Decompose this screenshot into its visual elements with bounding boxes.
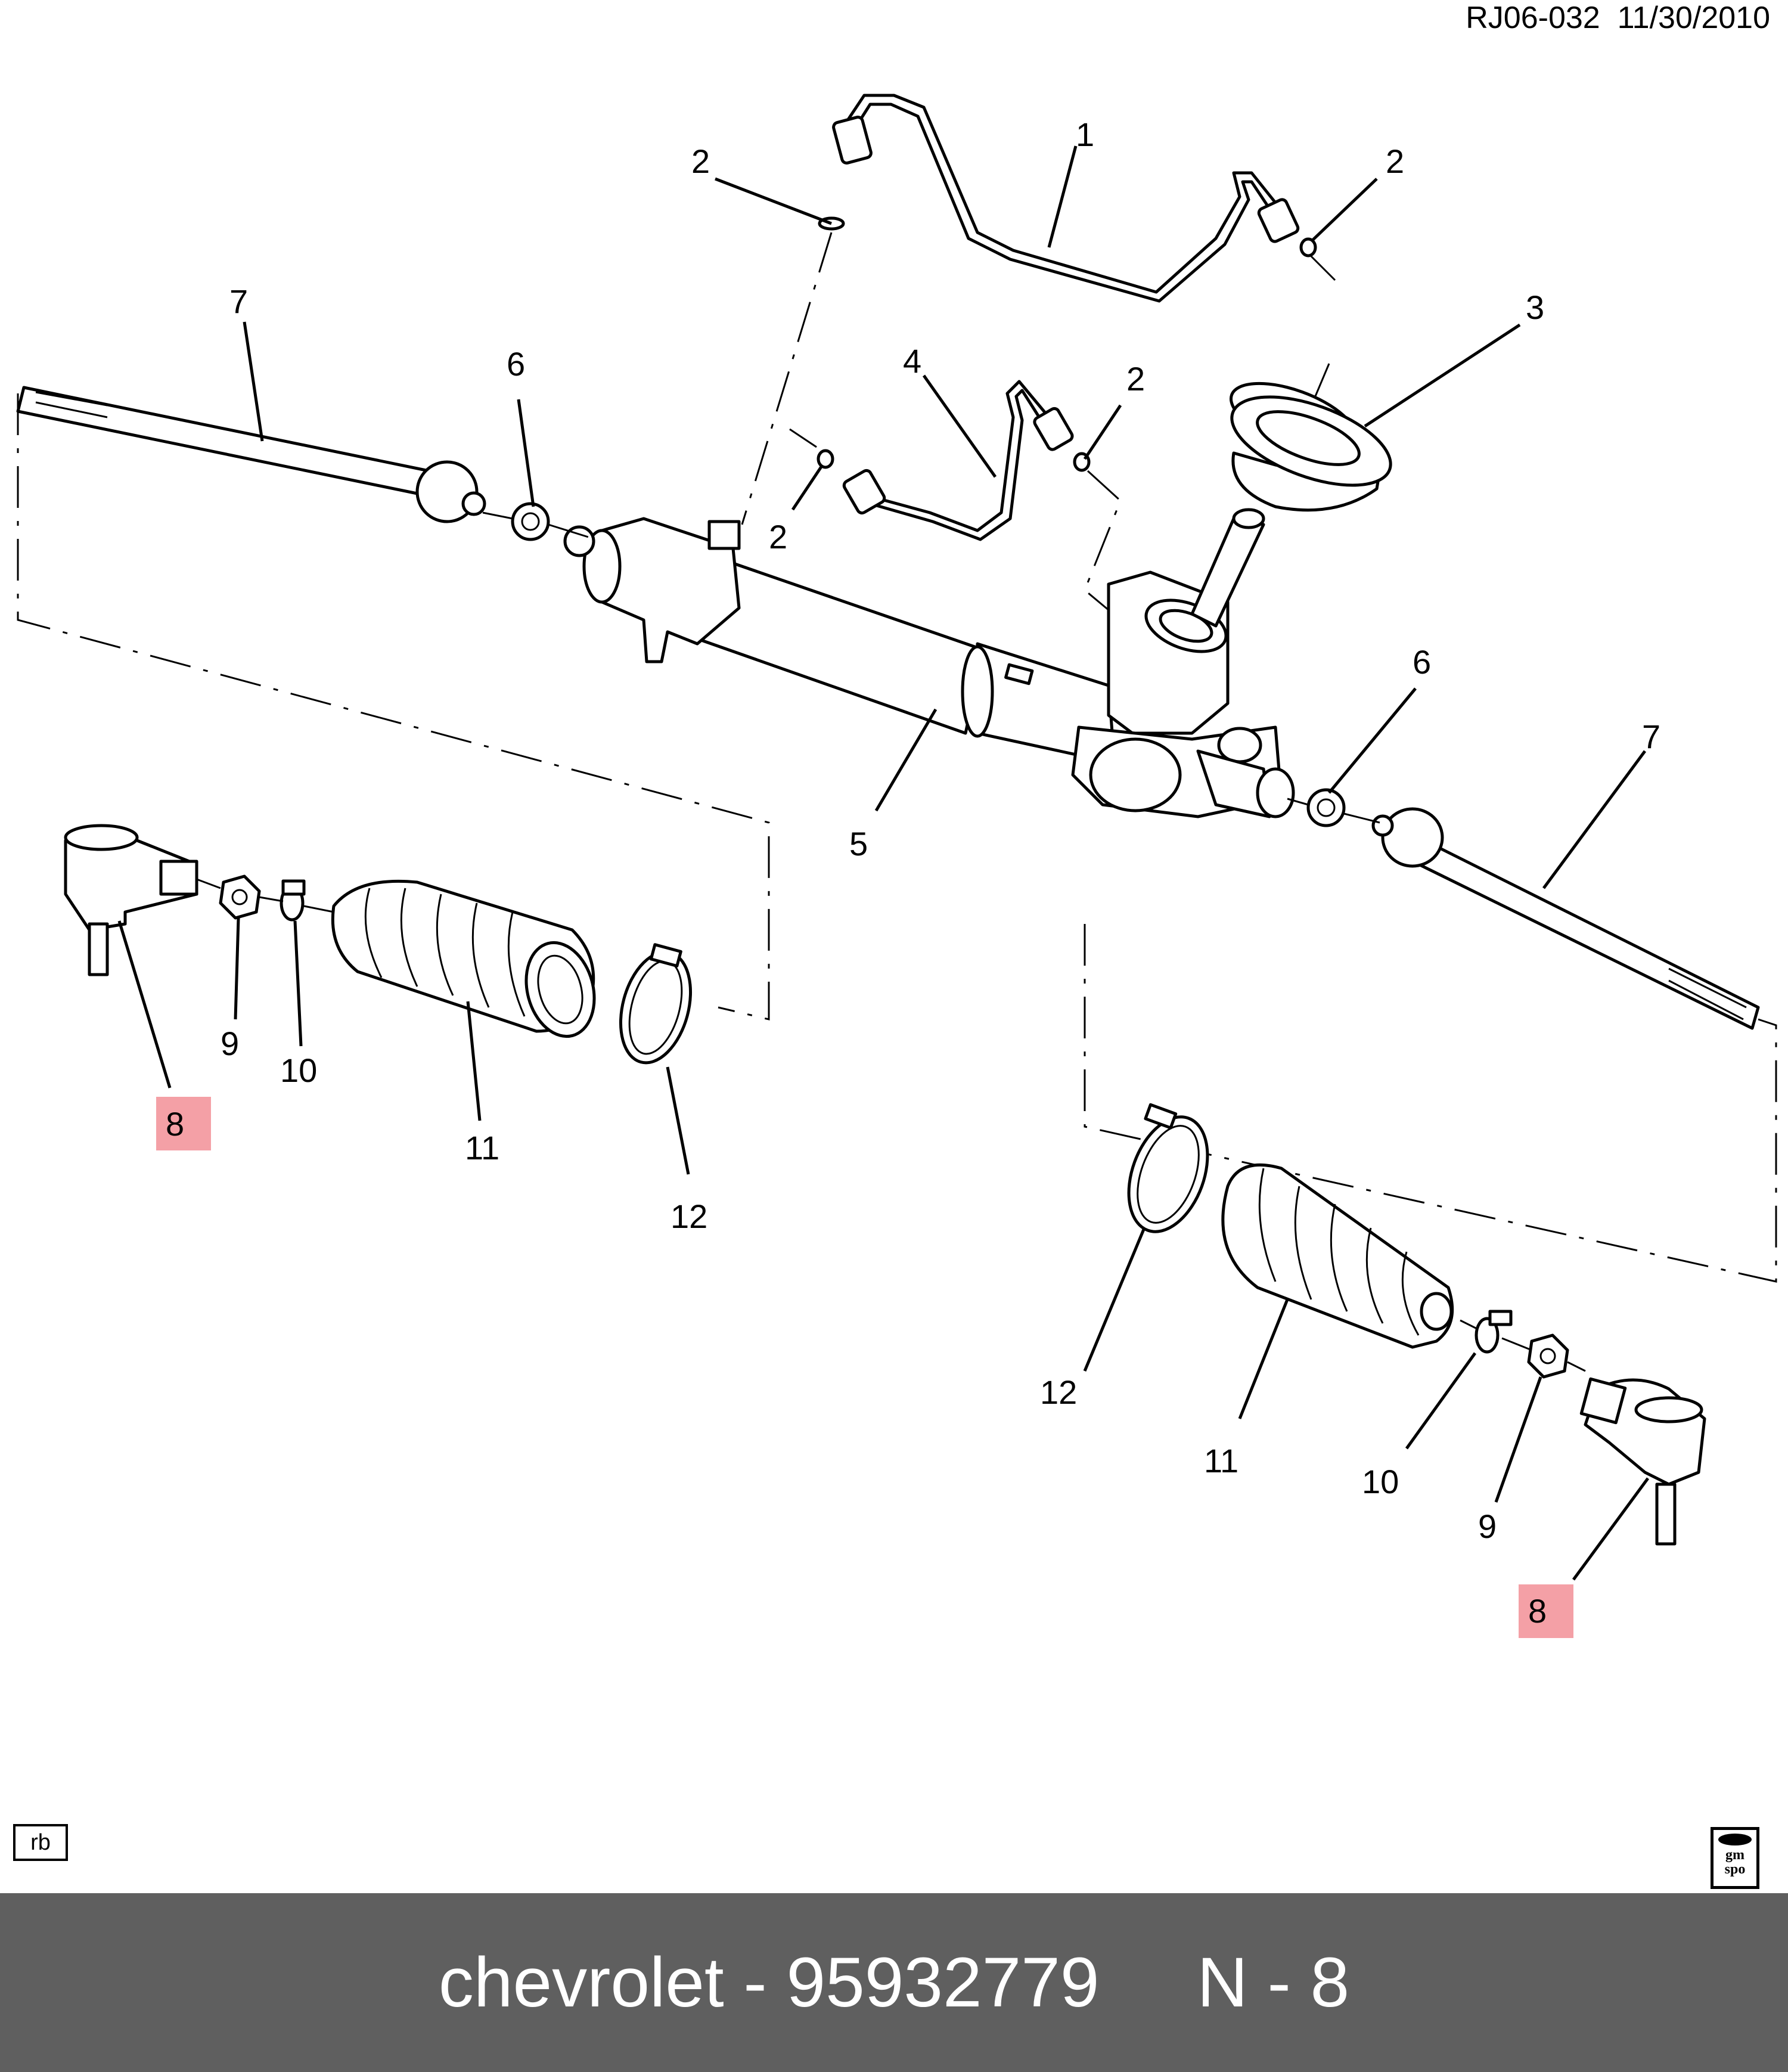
callout-7-right: 7 (1642, 718, 1660, 755)
callout-7-left: 7 (229, 283, 248, 320)
callout-2-top-left: 2 (691, 142, 710, 180)
outer-tie-rod-end-part-8-right (1579, 1377, 1706, 1546)
column-seal-part-3 (1229, 381, 1392, 512)
callout-6-left: 6 (507, 345, 525, 383)
boot-clamp-part-10-left (280, 879, 306, 922)
callout-9-left: 9 (221, 1025, 239, 1062)
outer-tie-rod-end-part-8-left (64, 824, 198, 976)
callout-4: 4 (903, 342, 921, 380)
gm-spo-logo: gm spo (1711, 1827, 1759, 1889)
jam-nut-part-9-right (1527, 1333, 1569, 1379)
bellows-boot-part-11-left (331, 879, 596, 1038)
callout-11-left: 11 (465, 1129, 499, 1167)
lock-washer-part-6-left (511, 502, 550, 541)
footer-position: N - 8 (1197, 1943, 1350, 2022)
callout-leader-lines (117, 145, 1650, 1581)
callout-3: 3 (1526, 289, 1544, 326)
callout-2-pipe4: 2 (1126, 360, 1145, 398)
footer-part-number: 95932779 (786, 1943, 1100, 2022)
callout-11-right: 11 (1204, 1442, 1238, 1479)
boot-clamp-part-10-right (1475, 1310, 1513, 1354)
left-assembly-frame (17, 393, 770, 1021)
callout-9-right: 9 (1478, 1508, 1497, 1545)
corner-label: rb (13, 1824, 68, 1861)
callout-10-left: 10 (280, 1051, 317, 1089)
footer-banner: chevrolet - 95932779 N - 8 (0, 1893, 1788, 2072)
inner-tie-rod-part-7-left (16, 386, 486, 523)
highlight-box-8-right (1519, 1584, 1573, 1638)
callout-10-right: 10 (1362, 1463, 1399, 1500)
logo-line-2: spo (1724, 1862, 1746, 1877)
footer-separator: - (724, 1943, 787, 2022)
diagram-reference: RJ06-032 11/30/2010 (1466, 1, 1770, 35)
callout-1: 1 (1076, 116, 1094, 153)
bellows-boot-part-11-right (1221, 1163, 1454, 1349)
callout-2-top-right: 2 (1386, 142, 1404, 180)
steering-gear-housing-part-5 (563, 508, 1295, 818)
boot-clamp-part-12-left (619, 943, 693, 1065)
footer-brand: chevrolet (438, 1943, 724, 2022)
return-pipe-part-4 (842, 380, 1074, 541)
steering-gear-exploded-diagram: 1 2 2 2 2 3 4 5 6 6 7 7 8 8 9 9 10 10 11… (16, 94, 1777, 1638)
callout-12-left: 12 (670, 1198, 707, 1235)
highlight-box-8-left (156, 1097, 211, 1150)
callout-2-lower: 2 (769, 518, 787, 556)
jam-nut-part-9-left (219, 874, 261, 920)
logo-line-1: gm (1725, 1847, 1744, 1863)
inner-tie-rod-part-7-right (1371, 807, 1760, 1030)
callout-12-right: 12 (1040, 1373, 1077, 1411)
callout-8-right: 8 (1528, 1592, 1547, 1630)
boot-clamp-part-12-right (1127, 1103, 1209, 1233)
logo-oval-icon (1718, 1834, 1752, 1845)
lock-washer-part-6-right (1306, 788, 1346, 827)
callout-6-right: 6 (1413, 643, 1431, 681)
callout-5: 5 (849, 825, 868, 863)
right-assembly-frame (1084, 924, 1777, 1283)
pressure-pipe-part-1 (832, 94, 1300, 303)
footer-gap (1100, 1942, 1197, 2023)
callout-8-left: 8 (166, 1105, 184, 1143)
